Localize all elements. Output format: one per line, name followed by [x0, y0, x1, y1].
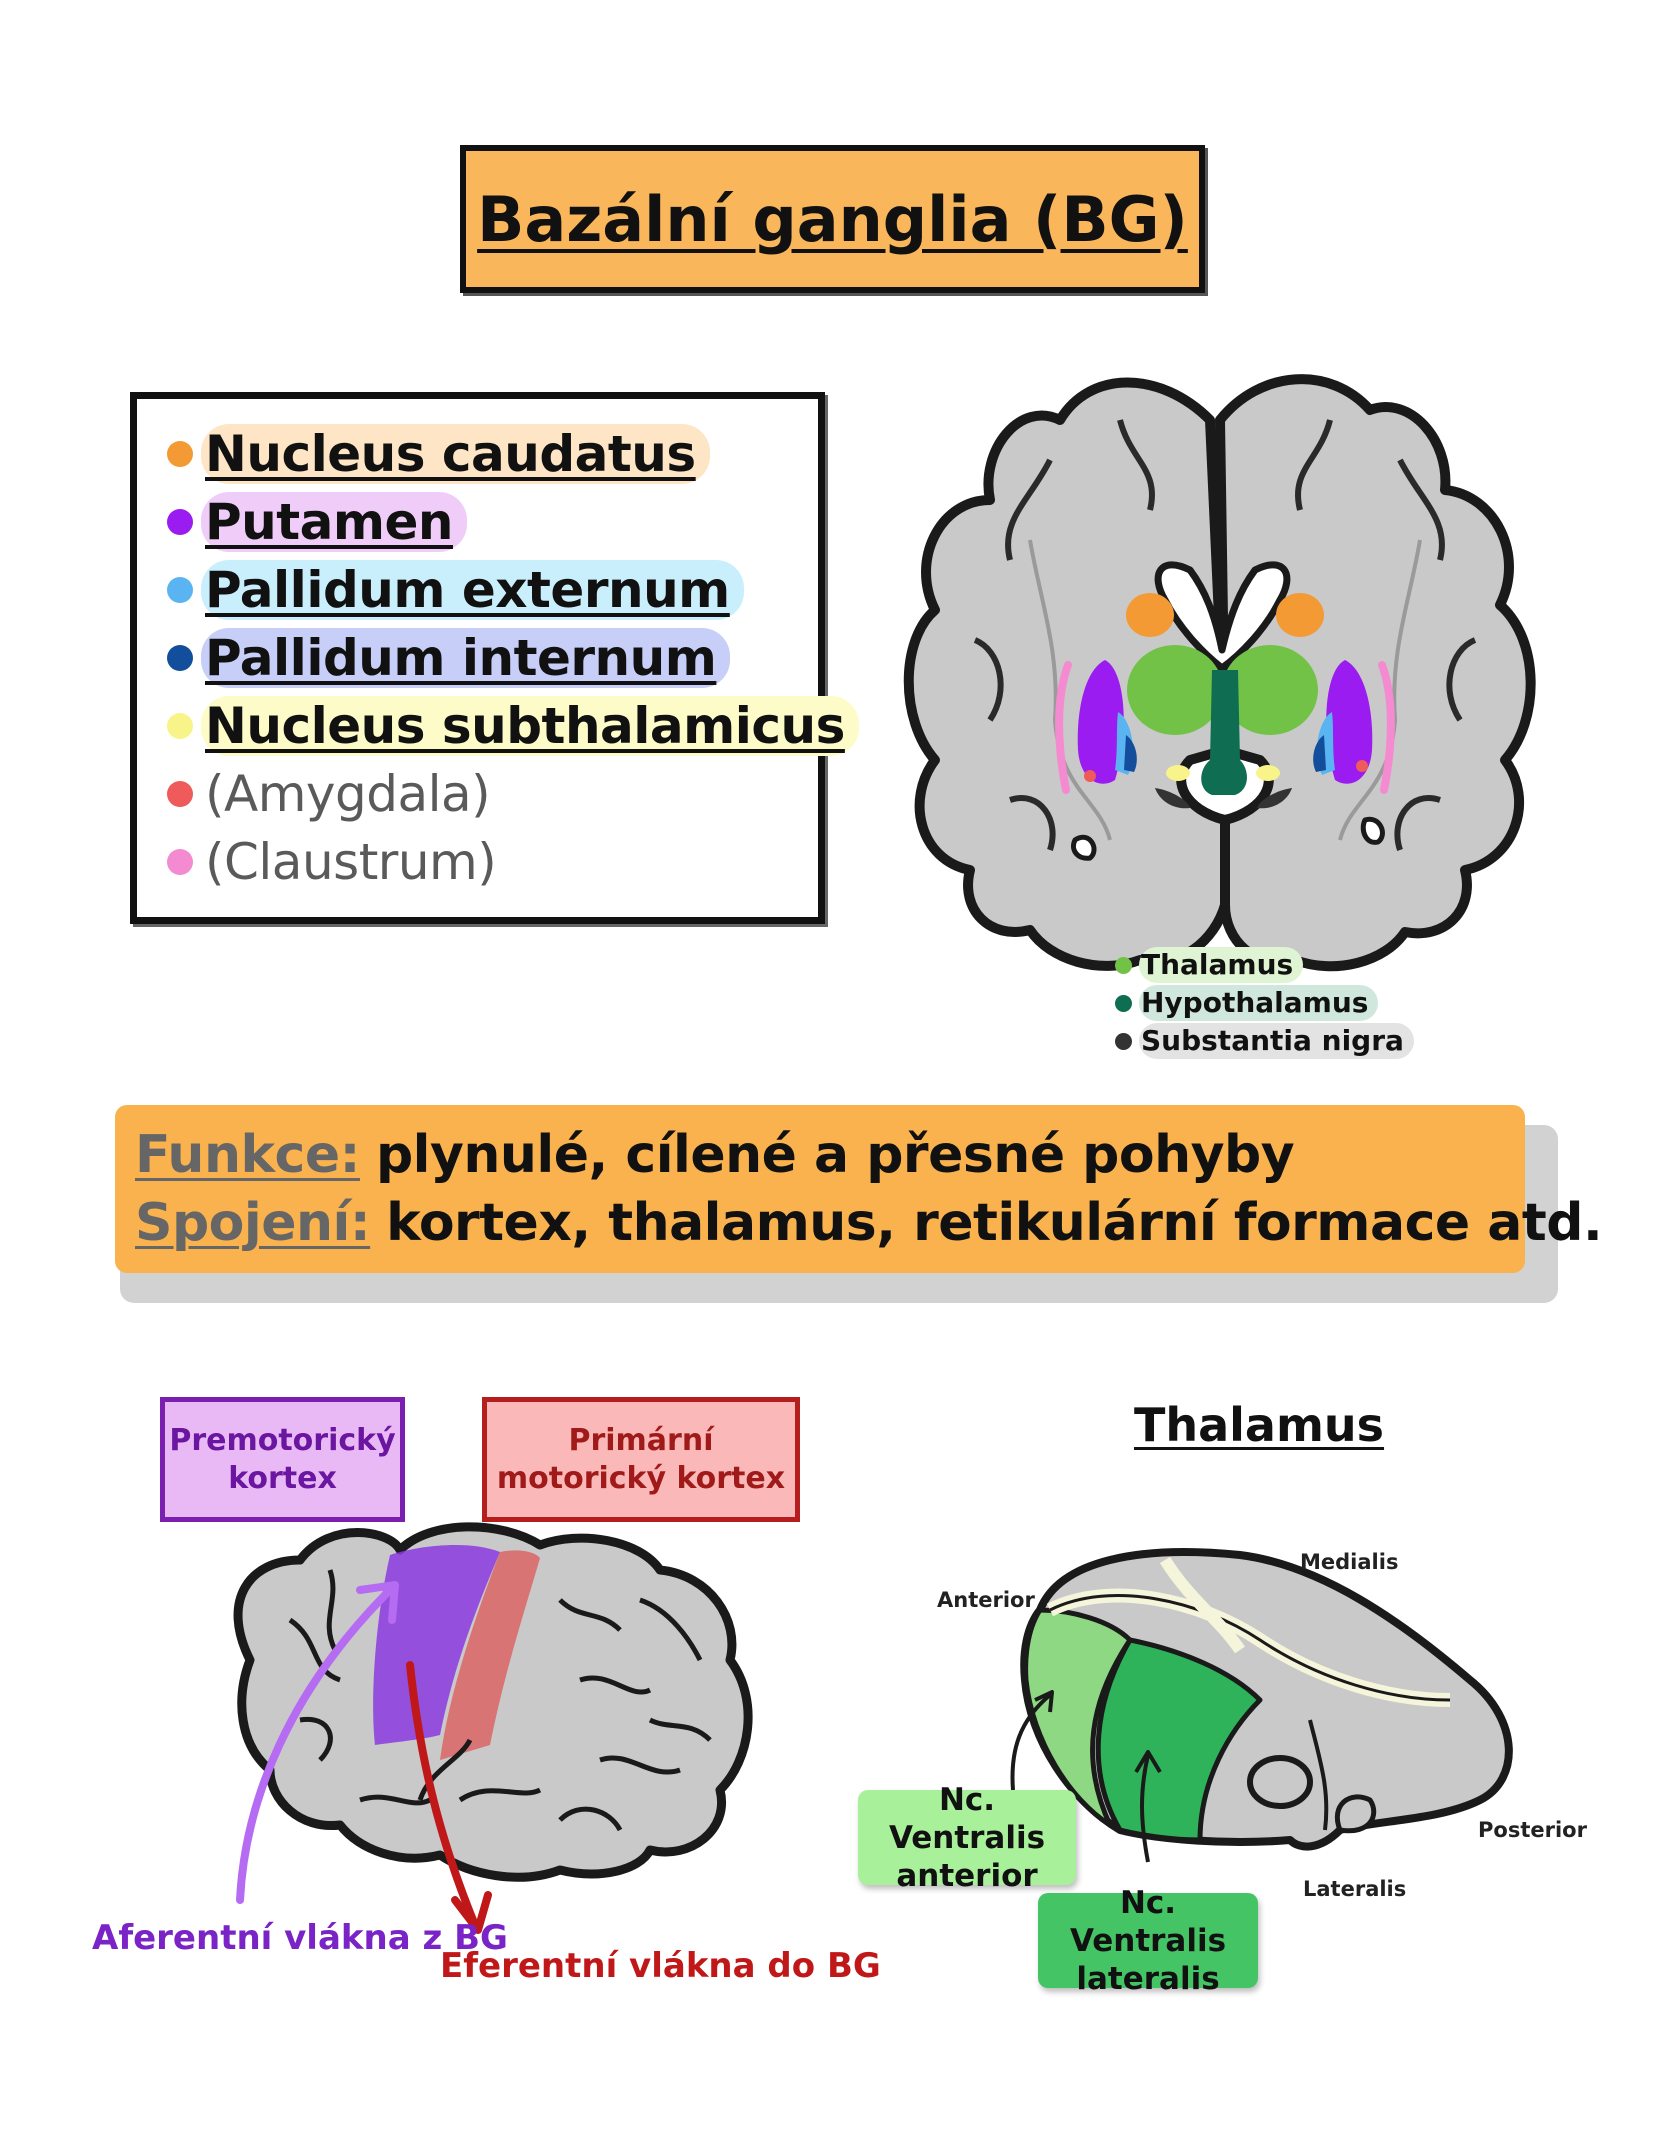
legend-box: Nucleus caudatus Putamen Pallidum extern… [130, 392, 859, 924]
thalamus-right [1222, 645, 1318, 735]
legend-item-pallidum-externum: Pallidum externum [167, 560, 744, 620]
subthalamic-right [1256, 765, 1280, 781]
info-spojeni: Spojení:kortex, thalamus, retikulární fo… [135, 1193, 1603, 1253]
legend-label: Nucleus subthalamicus [201, 696, 859, 756]
nc-ventralis-lateralis-label: Nc. Ventralis lateralis [1038, 1885, 1258, 1997]
legend-dot [167, 849, 193, 875]
small-legend-label: Substantia nigra [1139, 1023, 1414, 1059]
info-box: Funkce:plynulé, cílené a přesné pohyby S… [115, 1105, 1603, 1273]
caudate-right [1276, 593, 1324, 637]
afferent-fibers-label: Aferentní vlákna z BG [92, 1918, 508, 1958]
caudate-left [1126, 593, 1174, 637]
legend-item-pallidum-internum: Pallidum internum [167, 628, 731, 688]
primary-motor-region [440, 1550, 540, 1760]
info-spojeni-key: Spojení: [135, 1193, 371, 1253]
legend-item-claustrum: (Claustrum) [167, 832, 510, 892]
page-title: Bazální ganglia (BG) [477, 182, 1188, 256]
label-posterior: Posterior [1478, 1818, 1587, 1842]
putamen-right [1326, 660, 1373, 784]
primary-motor-cortex-label: Primární motorický kortex [482, 1397, 800, 1522]
pallidum-int-right [1313, 735, 1326, 772]
small-legend-dot [1115, 1032, 1132, 1050]
putamen-left [1077, 660, 1124, 784]
label-medialis: Medialis [1300, 1550, 1399, 1574]
subthalamic-left [1166, 765, 1190, 781]
legend-item-amygdala: (Amygdala) [167, 764, 504, 824]
lateral-ventricles [1154, 561, 1291, 672]
info-funkce: Funkce:plynulé, cílené a přesné pohyby [135, 1125, 1295, 1185]
small-legend-thalamus: Thalamus [1115, 947, 1304, 983]
lateral-brain [233, 1522, 753, 1934]
legend-dot [167, 577, 193, 603]
label-lateralis: Lateralis [1303, 1877, 1407, 1901]
efferent-fibers-label: Eferentní vlákna do BG [440, 1946, 881, 1986]
legend-label: (Claustrum) [205, 833, 497, 891]
claustrum-right [1378, 661, 1395, 794]
label-anterior: Anterior [937, 1588, 1035, 1612]
ventral-anterior-region [1023, 1607, 1133, 1828]
small-legend-dot [1115, 956, 1132, 974]
vl-arrow [1140, 1754, 1150, 1863]
info-funkce-value: plynulé, cílené a přesné pohyby [375, 1125, 1295, 1185]
small-legend-label: Thalamus [1139, 947, 1304, 983]
amygdala-right [1356, 760, 1368, 772]
thalamus-title: Thalamus [1134, 1398, 1385, 1452]
legend-label: Pallidum internum [201, 628, 731, 688]
small-legend-dot [1115, 994, 1132, 1012]
legend-label: Putamen [201, 492, 467, 552]
info-funkce-key: Funkce: [135, 1125, 360, 1185]
thalamus-left [1127, 645, 1223, 735]
legend-dot [167, 441, 193, 467]
small-legend-substantia-nigra: Substantia nigra [1115, 1023, 1414, 1059]
legend-label: (Amygdala) [205, 765, 491, 823]
info-spojeni-value: kortex, thalamus, retikulární formace at… [386, 1193, 1603, 1253]
thalamus-diagram [1010, 1548, 1513, 1863]
legend-item-nucleus-subthalamicus: Nucleus subthalamicus [167, 696, 859, 756]
substantia-nigra-right [1257, 788, 1292, 809]
afferent-arrow [236, 1586, 394, 1904]
legend-dot [167, 645, 193, 671]
hypothalamus [1201, 670, 1247, 795]
legend-label: Nucleus caudatus [201, 424, 710, 484]
small-legend-hypothalamus: Hypothalamus [1115, 985, 1379, 1021]
claustrum-left [1055, 661, 1072, 794]
small-legend-label: Hypothalamus [1139, 985, 1379, 1021]
amygdala-left [1084, 770, 1096, 782]
legend-label: Pallidum externum [201, 560, 744, 620]
va-arrow [1010, 1693, 1052, 1791]
premotor-cortex-label: Premotorický kortex [160, 1397, 405, 1522]
premotor-region [373, 1544, 500, 1745]
ventral-lateral-region [1095, 1637, 1263, 1843]
title-box: Bazální ganglia (BG) [460, 145, 1205, 293]
nc-ventralis-anterior-label: Nc. Ventralis anterior [858, 1782, 1076, 1894]
legend-item-nucleus-caudatus: Nucleus caudatus [167, 424, 710, 484]
legend-dot [167, 509, 193, 535]
coronal-brain-section [903, 374, 1536, 972]
legend-item-putamen: Putamen [167, 492, 467, 552]
legend-dot [167, 713, 193, 739]
legend-dot [167, 781, 193, 807]
efferent-arrow [406, 1661, 479, 1929]
pallidum-int-left [1124, 735, 1137, 772]
substantia-nigra-left [1155, 788, 1190, 809]
